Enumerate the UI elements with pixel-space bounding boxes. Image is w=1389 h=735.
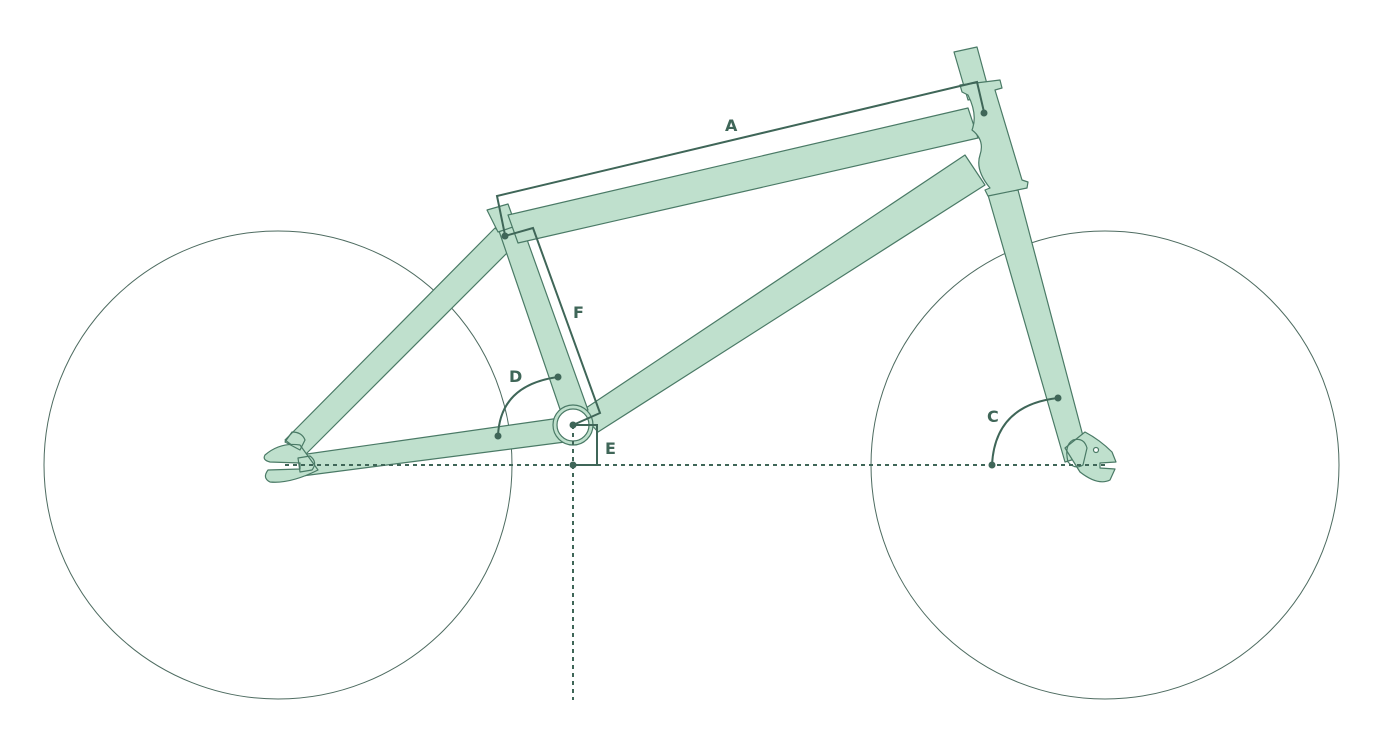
fork	[987, 189, 1089, 463]
rear-dropout-tab-upper	[284, 431, 306, 451]
label-a: A	[725, 116, 738, 135]
rear-axle-nut	[297, 455, 316, 473]
front-dropout-hole	[1092, 446, 1100, 454]
dimension-d-arc	[497, 376, 559, 437]
label-e: E	[605, 439, 616, 458]
point-seat-tube-top	[501, 232, 509, 240]
point-c-start	[988, 461, 996, 469]
dimension-e-line	[573, 424, 598, 466]
point-bb-center	[569, 421, 577, 429]
head-tube	[959, 79, 1029, 197]
dimension-lines	[285, 80, 1105, 700]
dimension-c-arc	[991, 397, 1059, 466]
point-d-start	[494, 432, 502, 440]
point-c-end	[1054, 394, 1062, 402]
point-bb-ground	[569, 461, 577, 469]
seatstay	[284, 227, 516, 456]
label-c: C	[987, 407, 999, 426]
label-d: D	[509, 367, 522, 386]
chainstay	[299, 417, 566, 477]
dimension-a-line	[495, 80, 985, 236]
point-head-tube-top	[980, 109, 988, 117]
dimension-points	[494, 109, 1062, 469]
point-d-end	[554, 373, 562, 381]
front-axle-nut	[1066, 438, 1088, 468]
front-dropout	[1064, 431, 1117, 483]
dimension-f-line	[504, 226, 602, 426]
label-f: F	[573, 303, 584, 322]
